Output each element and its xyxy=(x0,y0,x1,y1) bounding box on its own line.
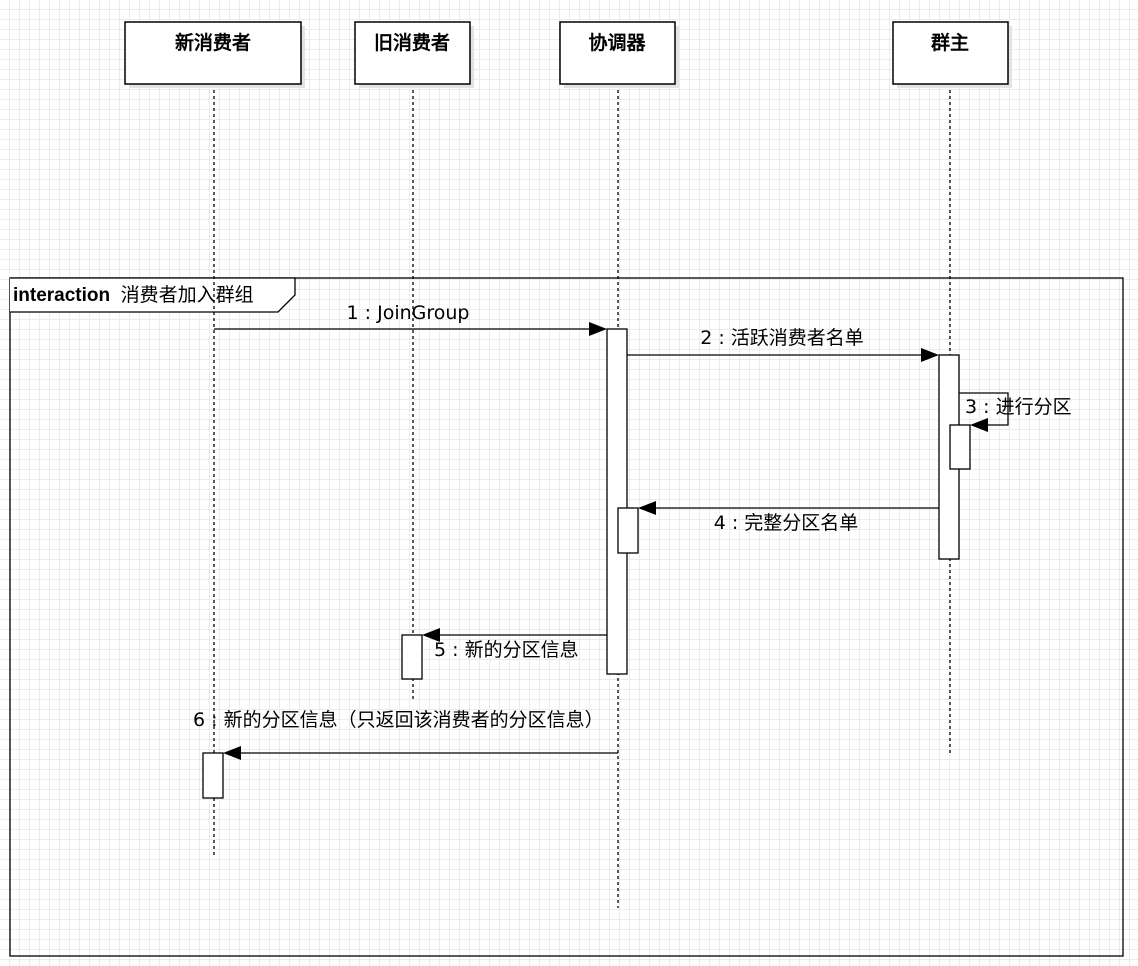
message-3[interactable]: 3 : 进行分区 xyxy=(959,392,1072,432)
message-label: 2 : 活跃消费者名单 xyxy=(700,327,864,349)
arrowhead-icon xyxy=(223,746,241,760)
activation-group-leader-self xyxy=(949,424,971,470)
message-6[interactable]: 6 : 新的分区信息（只返回该消费者的分区信息） xyxy=(193,709,618,760)
message-label: 1 : JoinGroup xyxy=(347,302,470,324)
message-4[interactable]: 4 : 完整分区名单 xyxy=(638,501,939,534)
frame-keyword: interaction xyxy=(13,285,110,306)
frame-name: 消费者加入群组 xyxy=(121,284,254,306)
arrowhead-icon xyxy=(638,501,656,515)
message-label: 5 : 新的分区信息 xyxy=(434,639,579,661)
participant-label: 新消费者 xyxy=(175,31,251,54)
arrowhead-icon xyxy=(921,348,939,362)
message-label: 3 : 进行分区 xyxy=(965,396,1072,418)
message-2[interactable]: 2 : 活跃消费者名单 xyxy=(627,327,939,362)
participant-old-consumer[interactable]: 旧消费者 xyxy=(354,21,474,88)
arrowhead-icon xyxy=(589,322,607,336)
svg-text:interaction 消费者加入群组: interaction 消费者加入群组 xyxy=(13,284,254,306)
participant-label: 群主 xyxy=(930,31,969,54)
message-1[interactable]: 1 : JoinGroup xyxy=(214,302,607,336)
arrowhead-icon xyxy=(970,418,988,432)
message-label: 6 : 新的分区信息（只返回该消费者的分区信息） xyxy=(193,709,604,731)
activation-coordinator-receive xyxy=(617,507,639,554)
message-label: 4 : 完整分区名单 xyxy=(714,512,859,534)
activation-coordinator xyxy=(606,328,628,675)
participant-label: 协调器 xyxy=(588,31,646,54)
arrowhead-icon xyxy=(422,628,440,642)
activation-old-consumer xyxy=(401,634,423,680)
participant-label: 旧消费者 xyxy=(374,31,450,54)
interaction-frame: interaction 消费者加入群组 xyxy=(9,277,1124,957)
participant-group-leader[interactable]: 群主 xyxy=(892,21,1012,88)
participant-coordinator[interactable]: 协调器 xyxy=(559,21,679,88)
message-5[interactable]: 5 : 新的分区信息 xyxy=(422,628,607,661)
activation-new-consumer xyxy=(202,752,224,799)
participant-new-consumer[interactable]: 新消费者 xyxy=(124,21,305,88)
